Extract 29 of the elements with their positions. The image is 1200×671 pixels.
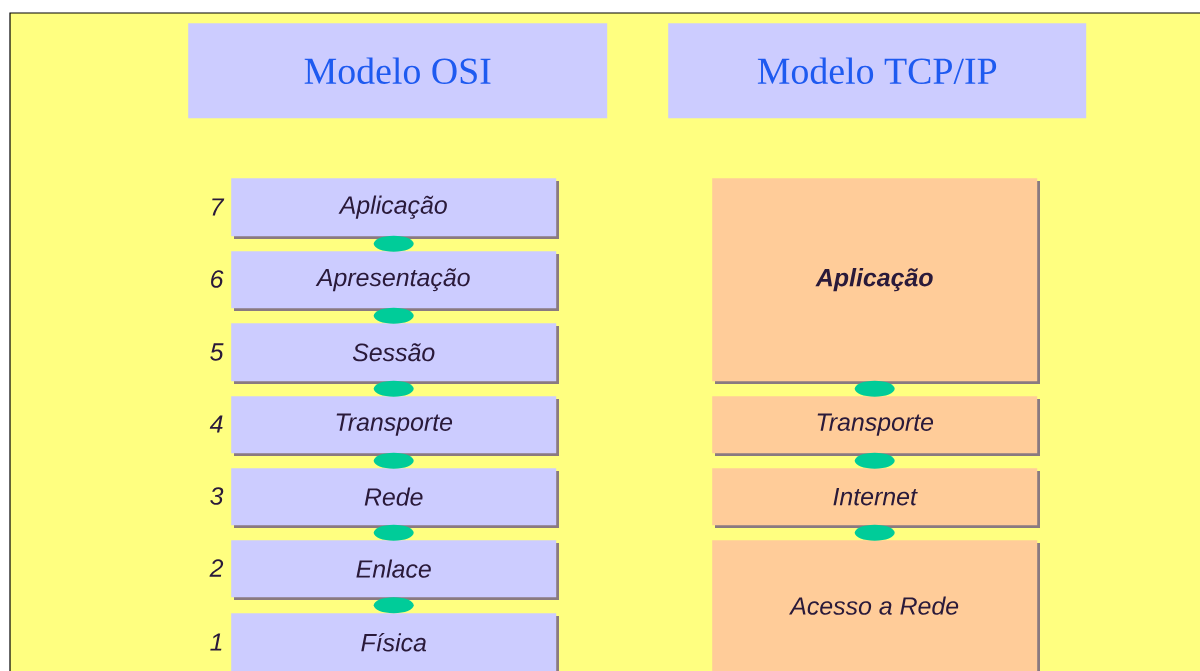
layer-box: Apresentação xyxy=(231,251,559,311)
connector-oval xyxy=(373,452,414,469)
layer-box: Transporte xyxy=(231,396,559,456)
connector-oval xyxy=(373,524,414,541)
layer-box: Transporte xyxy=(712,396,1040,456)
layer-number: 6 xyxy=(211,270,224,288)
layer-box: Sessão xyxy=(231,323,559,384)
title-box: Modelo OSI xyxy=(188,23,608,119)
connector-oval xyxy=(854,524,895,541)
connector-oval xyxy=(373,307,414,324)
layer-box: Internet xyxy=(712,468,1040,528)
layer-number: 2 xyxy=(209,559,224,577)
layer-box: Física xyxy=(231,613,559,671)
layer-number: 4 xyxy=(209,415,223,433)
connector-oval xyxy=(373,380,414,397)
connector-oval xyxy=(373,597,414,614)
layer-number: 5 xyxy=(210,343,224,361)
title-box: Modelo TCP/IP xyxy=(668,23,1087,119)
layer-box: Aplicação xyxy=(231,178,559,239)
layer-number: 3 xyxy=(210,487,224,505)
connector-oval xyxy=(373,235,414,252)
layer-number: 7 xyxy=(212,198,225,216)
layer-box: Rede xyxy=(231,468,559,528)
layer-box: Acesso a Rede xyxy=(712,540,1040,671)
layer-box: Aplicação xyxy=(712,178,1040,384)
connector-oval xyxy=(854,380,895,397)
layer-box: Enlace xyxy=(231,540,559,600)
connector-oval xyxy=(854,452,895,469)
layer-number: 1 xyxy=(210,633,222,651)
